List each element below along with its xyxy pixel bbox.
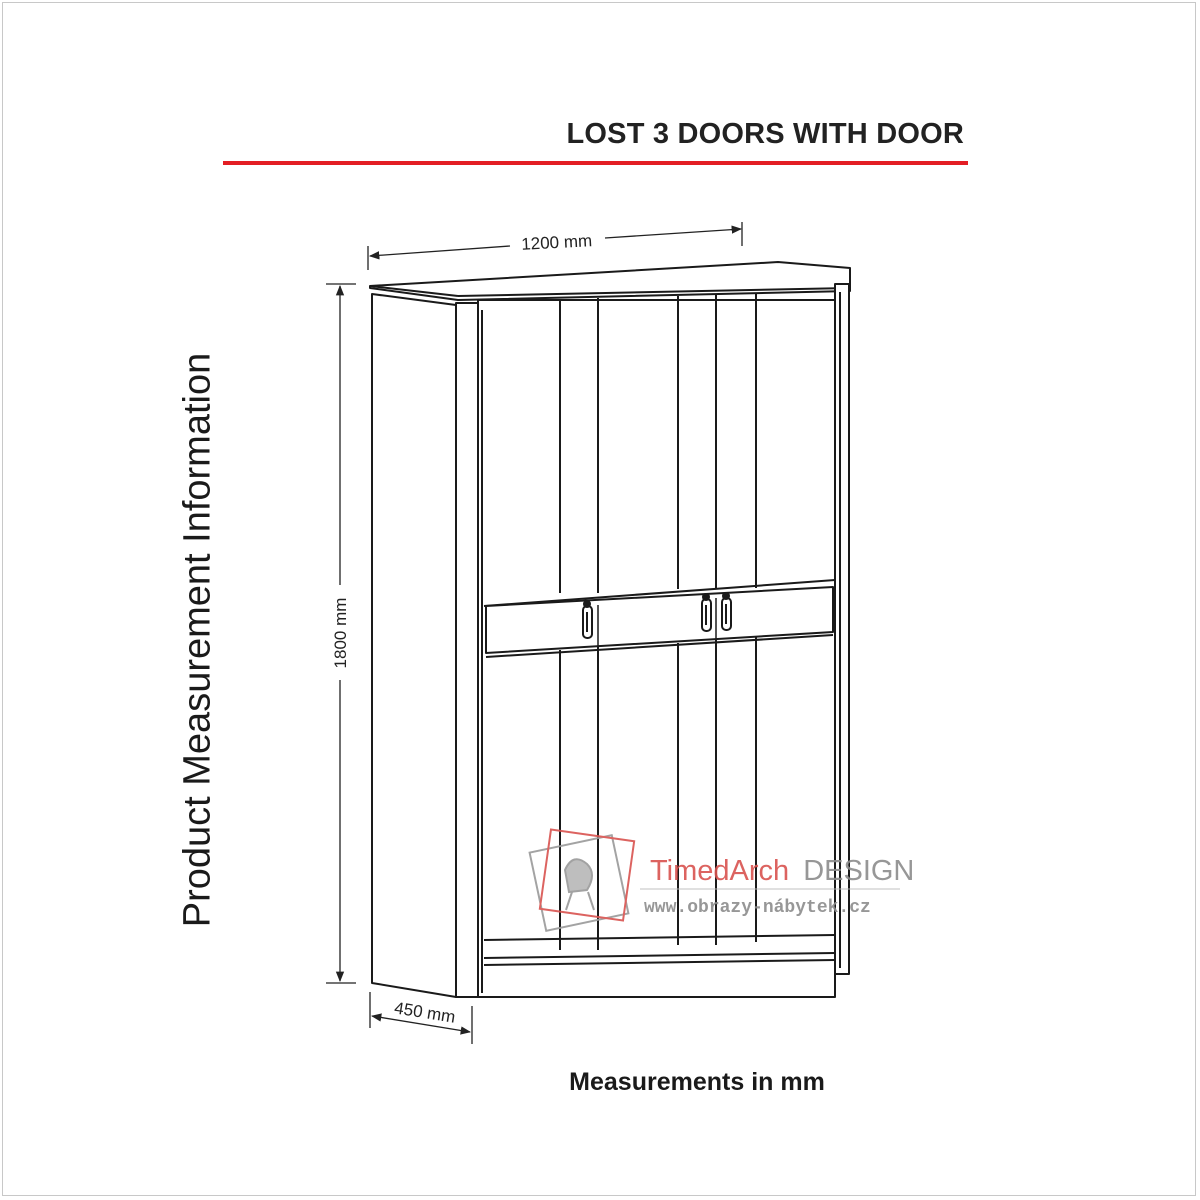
height-dimension	[326, 283, 356, 984]
handle-left	[582, 600, 593, 639]
depth-dimension	[369, 992, 473, 1044]
depth-label: 450 mm	[393, 998, 457, 1026]
width-dimension	[367, 222, 743, 270]
width-label: 1200 mm	[521, 231, 593, 254]
middle-rail	[485, 586, 834, 654]
handle-right	[721, 592, 732, 631]
watermark-brand-red: TimedArch	[650, 855, 789, 887]
watermark-logo-icon	[528, 828, 636, 933]
watermark-url: www.obrazy-nábytek.cz	[644, 898, 871, 918]
upper-panels	[559, 294, 757, 593]
svg-text:TimedArch DESIGN: TimedArch DESIGN	[650, 855, 914, 887]
front-frame	[455, 302, 479, 998]
watermark-brand-gray: DESIGN	[803, 855, 914, 887]
handle-middle	[701, 593, 712, 632]
plinth-line	[483, 952, 836, 959]
title-underline	[223, 161, 968, 165]
door-handles	[582, 592, 732, 639]
height-label: 1800 mm	[331, 598, 350, 669]
watermark: TimedArch DESIGN www.obrazy-nábytek.cz	[528, 828, 914, 933]
measurements-note: Measurements in mm	[569, 1068, 825, 1096]
side-panel	[371, 293, 457, 998]
product-title: LOST 3 DOORS WITH DOOR	[566, 118, 964, 150]
lower-panels	[559, 637, 757, 950]
